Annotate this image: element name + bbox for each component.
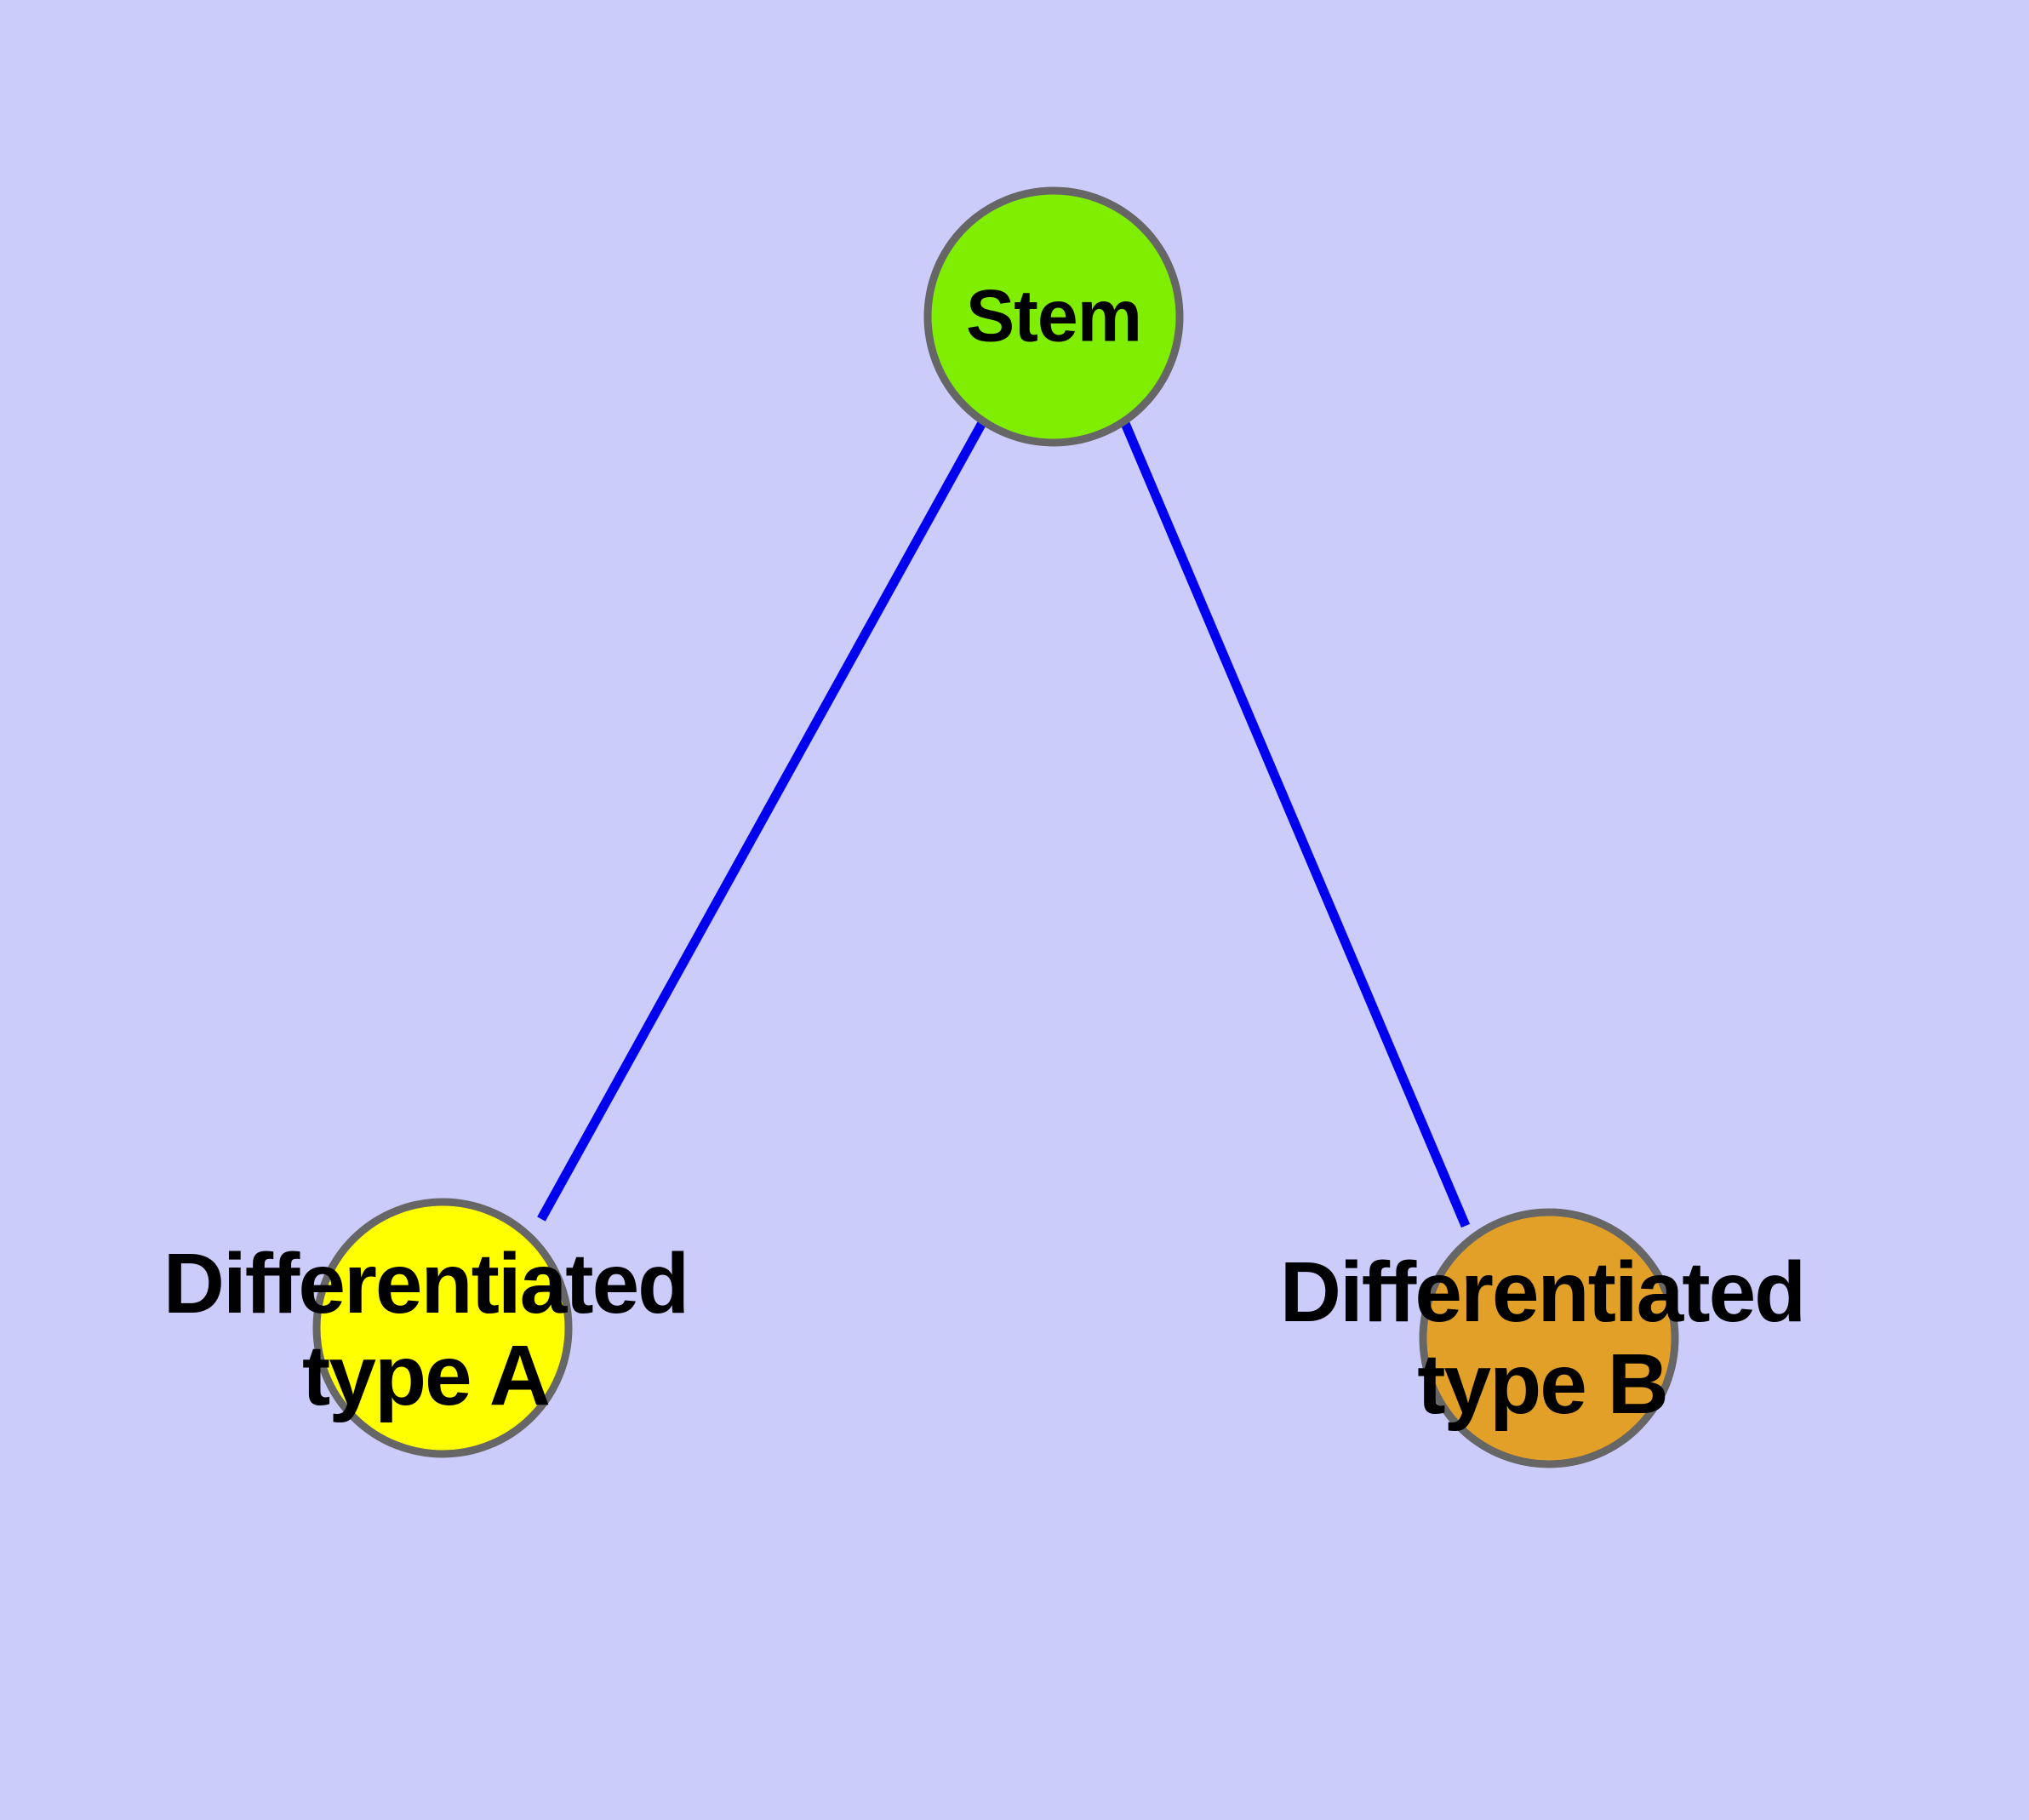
node-differentiated-type-b[interactable] (1419, 1208, 1679, 1468)
node-stem[interactable] (923, 186, 1184, 447)
edge-stem-to-differentiated-type-b[interactable] (1119, 419, 1471, 1228)
edge-layer (537, 419, 1471, 1228)
node-differentiated-type-a[interactable] (312, 1198, 573, 1458)
edge-stem-to-differentiated-type-a[interactable] (537, 419, 987, 1222)
node-layer (312, 186, 1679, 1468)
